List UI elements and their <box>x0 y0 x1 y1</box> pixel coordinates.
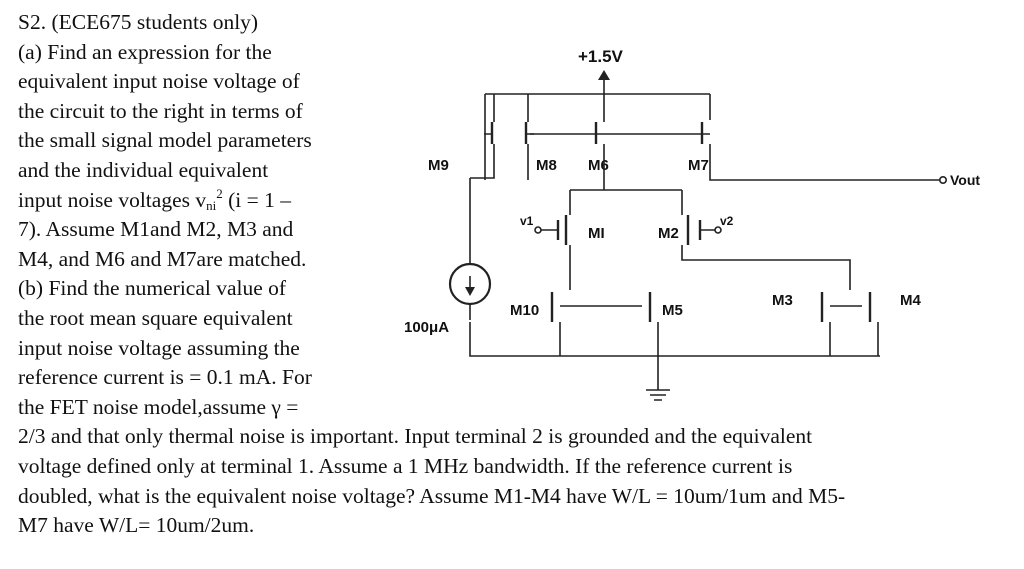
m8-m9-drains <box>470 144 529 180</box>
problem-line: equivalent input noise voltage of <box>18 69 300 94</box>
problem-line: 7). Assume M1and M2, M3 and <box>18 217 294 242</box>
vdd-rail <box>484 93 711 180</box>
m2-label: M2 <box>658 225 679 242</box>
problem-line: the root mean square equivalent <box>18 305 293 330</box>
vdd-drops <box>493 94 605 122</box>
m10-label: M10 <box>510 302 539 319</box>
ground-icon <box>646 389 670 401</box>
problem-line: reference current is = 0.1 mA. For <box>18 365 312 390</box>
m7-label: M7 <box>688 157 709 174</box>
problem-line: M4, and M6 and M7are matched. <box>18 246 307 271</box>
problem-line: M7 have W/L= 10um/2um. <box>18 513 255 538</box>
m6-m7-channels <box>594 122 704 144</box>
v2-node <box>714 226 722 234</box>
noise-subscript: ni <box>206 197 217 213</box>
problem-line: doubled, what is the equivalent noise vo… <box>18 483 846 508</box>
noise-superscript: 2 <box>216 185 223 201</box>
m9-label: M9 <box>428 157 449 174</box>
problem-line: the circuit to the right in terms of <box>18 98 303 123</box>
m1-label: MI <box>588 225 605 242</box>
m3-label: M3 <box>772 292 793 309</box>
noise-tail: (i = 1 – <box>222 187 291 212</box>
v1-node <box>534 226 542 234</box>
problem-line: S2. (ECE675 students only) <box>18 10 259 34</box>
v1-label: v1 <box>520 214 534 228</box>
problem-line: (a) Find an expression for the <box>18 39 272 64</box>
m8-m9-channels <box>490 122 528 144</box>
circuit-schematic: +1.5V M9 M8 M6 M7 Vout v1 v2 MI M2 100μA… <box>404 47 980 401</box>
m4-label: M4 <box>900 292 921 309</box>
problem-line: the FET noise model,assume γ = <box>18 394 299 419</box>
problem-line: input noise voltage assuming the <box>18 335 300 360</box>
noise-text: input noise voltages v <box>18 187 207 212</box>
m1-m2-channels <box>564 215 690 245</box>
vout-node <box>938 176 947 185</box>
problem-line: 2/3 and that only thermal noise is impor… <box>18 424 813 449</box>
problem-line: voltage defined only at terminal 1. Assu… <box>18 453 793 478</box>
problem-line-noise: input noise voltages vni2 (i = 1 – <box>18 186 845 216</box>
m6-label: M6 <box>588 157 609 174</box>
supply-arrow-icon <box>598 70 610 80</box>
iref-label: 100μA <box>404 319 449 336</box>
m3-m4-channels <box>820 292 872 322</box>
m5-label: M5 <box>662 302 683 319</box>
problem-statement: S2. (ECE675 students only) (a) Find an e… <box>18 8 845 541</box>
problem-line: (b) Find the numerical value of <box>18 276 287 301</box>
problem-line: and the individual equivalent <box>18 157 269 182</box>
m8-label: M8 <box>536 157 557 174</box>
m7-to-output-wire <box>709 144 940 181</box>
m10-m5-channels <box>550 292 652 322</box>
supply-label: +1.5V <box>578 47 624 66</box>
current-arrow-head-icon <box>465 287 475 296</box>
diff-pair-drains <box>569 245 851 290</box>
v2-label: v2 <box>720 214 734 228</box>
problem-line: the small signal model parameters <box>18 128 312 153</box>
tail-current-wire <box>569 144 683 215</box>
vout-label: Vout <box>950 172 980 188</box>
ground-rail <box>469 322 880 357</box>
